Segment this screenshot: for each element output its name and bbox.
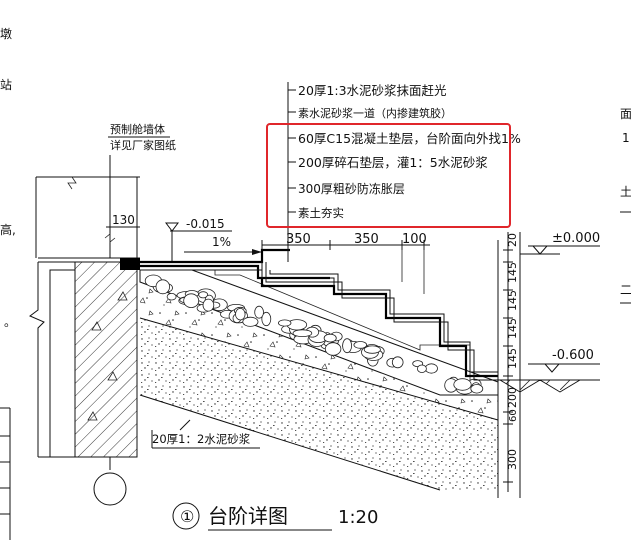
drawing-title: ① 台阶详图 1:20 — [172, 502, 378, 531]
layer-2: 素水泥砂浆一道（内掺建筑胶） — [298, 106, 452, 120]
left-fragment-4: 。 — [4, 315, 16, 329]
dim-v-rise1: 145 — [506, 262, 519, 283]
horizontal-dims: 350 350 100 — [261, 232, 430, 294]
level-ground-mark — [528, 363, 600, 373]
rubble-stone — [424, 363, 438, 374]
slope-label: 1% — [212, 235, 231, 249]
rubble-stone — [292, 329, 313, 338]
rubble-stone — [470, 384, 484, 394]
layer-6: 素土夯实 — [298, 206, 344, 220]
dim-step-3: 100 — [402, 232, 427, 247]
dim-wall-gap: 130 — [112, 213, 135, 227]
rubble-stone — [353, 341, 368, 349]
rubble-stone — [254, 305, 264, 319]
rubble-stone — [242, 316, 259, 327]
rubble-stone — [183, 293, 200, 309]
dim-v-top: 20 — [506, 233, 519, 247]
dim-v-gravel: 200 — [506, 387, 519, 408]
left-fragment-1: 墩 — [0, 27, 12, 41]
rubble-stone — [391, 356, 404, 369]
ground-line — [498, 379, 600, 393]
vertical-dims: 20 145 145 145 145 200 60 300 — [503, 232, 519, 492]
title-scale: 1:20 — [338, 507, 378, 528]
layer-5: 300厚粗砂防冻胀层 — [298, 181, 405, 196]
rubble-stone — [342, 338, 353, 354]
left-fragment-3: 高, — [0, 222, 16, 237]
level-top-mark — [520, 245, 600, 255]
wall-note-line1: 预制舱墙体 — [110, 122, 165, 136]
layer-1: 20厚1:3水泥砂浆抹面赶光 — [298, 83, 447, 98]
rubble-stone — [202, 298, 215, 312]
table-fragment — [0, 407, 11, 540]
dim-v-conc: 60 — [508, 409, 519, 422]
rubble-stone — [363, 345, 381, 354]
rubble-stones — [144, 274, 484, 395]
dim-v-rise2: 145 — [506, 290, 519, 311]
title-text: 台阶详图 — [208, 504, 288, 528]
level-ground: -0.600 — [552, 348, 594, 363]
sand-layer — [140, 318, 498, 490]
left-fragment-2: 站 — [0, 78, 12, 92]
layer-3: 60厚C15混凝土垫层，台阶面向外找1% — [298, 131, 521, 146]
level-top: ±0.000 — [552, 231, 600, 246]
layer-callout: 20厚1:3水泥砂浆抹面赶光 素水泥砂浆一道（内掺建筑胶） 60厚C15混凝土垫… — [287, 82, 521, 262]
rubble-stone — [261, 311, 272, 327]
rubble-stone — [324, 342, 342, 356]
rubble-stone — [453, 378, 472, 391]
rubble-stone — [235, 308, 246, 321]
right-fragment-3: 土 — [620, 185, 631, 199]
rubble-stone — [198, 291, 209, 299]
rubble-stone — [278, 319, 292, 327]
title-number: ① — [180, 507, 194, 526]
plaster-note: 20厚1：2水泥砂浆 — [152, 432, 251, 446]
level-floor: -0.015 — [186, 217, 225, 231]
axis-bubble — [93, 472, 127, 506]
rubble-stone — [155, 279, 171, 295]
rubble-stone — [416, 364, 427, 373]
prefab-wall — [29, 155, 140, 506]
right-fragment-1: 面 — [620, 107, 631, 121]
dim-step-1: 350 — [286, 232, 311, 247]
right-fragment-2: 1 — [622, 131, 630, 145]
layer-4: 200厚碎石垫层，灌1：5水泥砂浆 — [298, 155, 488, 170]
rubble-stone — [323, 333, 337, 343]
step-profile — [137, 248, 498, 381]
highlight-box — [266, 123, 511, 228]
dim-v-rise4: 145 — [506, 348, 519, 369]
right-fragment-4: 二 — [620, 283, 631, 297]
wall-note-line2: 详见厂家图纸 — [110, 138, 176, 152]
dim-v-rise3: 145 — [506, 318, 519, 339]
dim-step-2: 350 — [354, 232, 379, 247]
dim-v-sand: 300 — [506, 449, 519, 470]
rubble-stone — [166, 293, 177, 301]
